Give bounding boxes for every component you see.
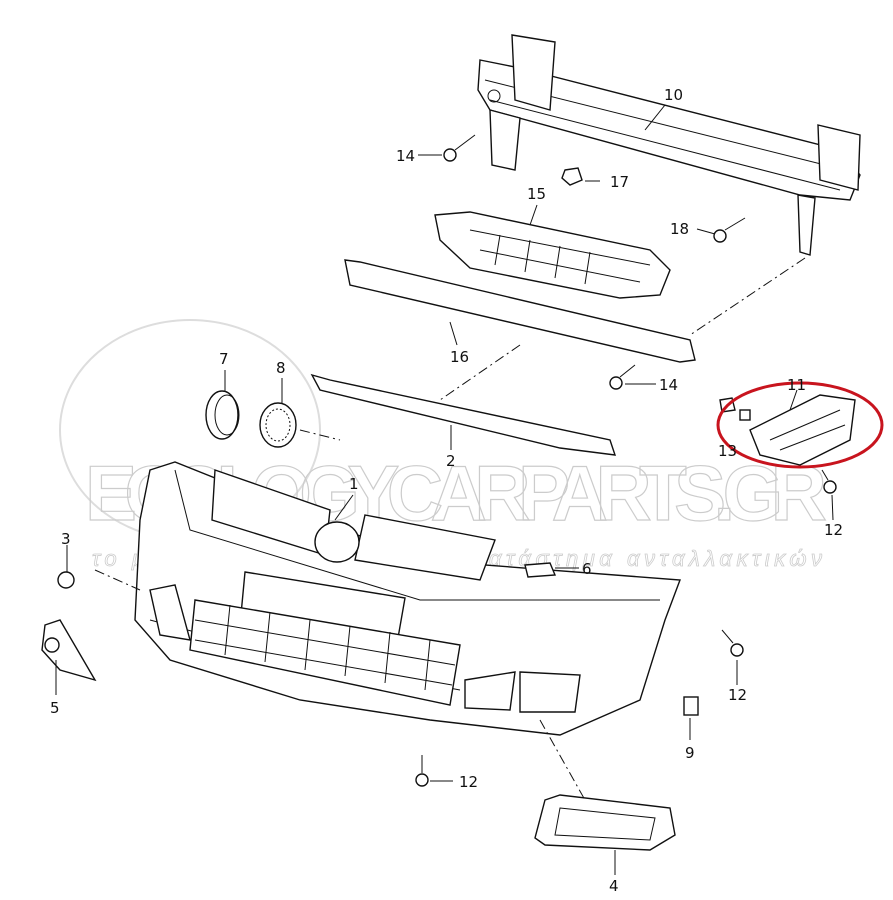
label-3: 3 xyxy=(61,530,71,548)
label-14-top: 14 xyxy=(396,147,415,165)
label-11: 11 xyxy=(787,376,806,394)
part-2-spoiler-strip xyxy=(310,373,617,456)
label-14-mid: 14 xyxy=(659,376,678,394)
label-7: 7 xyxy=(219,350,229,368)
part-16-strip xyxy=(344,259,696,363)
label-13: 13 xyxy=(718,442,737,460)
part-8-emblem-grille xyxy=(259,402,297,448)
part-11-bracket xyxy=(719,394,856,466)
label-17: 17 xyxy=(610,173,629,191)
part-15-impact-absorber xyxy=(434,211,671,299)
callout-labels: 1 2 3 4 5 6 7 8 9 10 11 12 12 12 12 13 1… xyxy=(50,86,843,895)
label-12-bracket: 12 xyxy=(824,521,843,539)
label-8: 8 xyxy=(276,359,286,377)
label-18: 18 xyxy=(670,220,689,238)
part-1-bumper-cover xyxy=(134,461,681,736)
part-5-grille-trim-left xyxy=(41,619,97,682)
label-9: 9 xyxy=(685,744,695,762)
label-2: 2 xyxy=(446,452,456,470)
label-15: 15 xyxy=(527,185,546,203)
label-6: 6 xyxy=(582,560,592,578)
label-1: 1 xyxy=(349,475,359,493)
leader-lines xyxy=(55,104,834,875)
part-9-clip xyxy=(683,696,699,716)
highlight-circle xyxy=(716,381,884,469)
part-3-plug xyxy=(57,571,75,589)
fasteners xyxy=(415,134,837,787)
label-12-bottom: 12 xyxy=(459,773,478,791)
assembly-lines xyxy=(94,257,806,801)
label-5: 5 xyxy=(50,699,60,717)
label-10: 10 xyxy=(664,86,683,104)
part-6-cover xyxy=(524,562,557,578)
part-10-reinforcement-bar xyxy=(477,34,861,256)
label-12-side: 12 xyxy=(728,686,747,704)
label-4: 4 xyxy=(609,877,619,895)
label-16: 16 xyxy=(450,348,469,366)
part-7-emblem-ring xyxy=(205,390,239,440)
